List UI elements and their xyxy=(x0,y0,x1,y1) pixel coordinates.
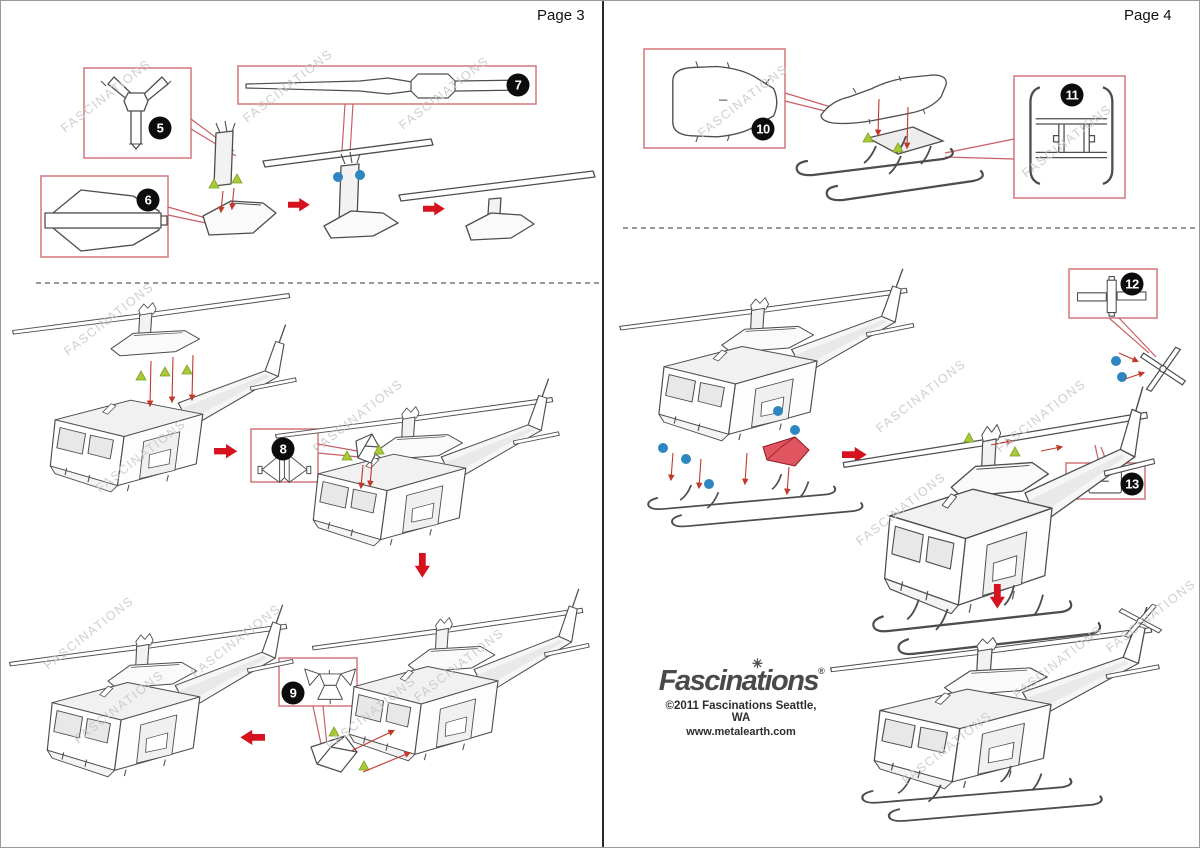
green-marker xyxy=(231,173,243,184)
blue-marker xyxy=(1111,356,1121,366)
step-badge-6: 6 xyxy=(136,188,160,212)
blue-marker xyxy=(704,479,714,489)
subassembly-rotor-blade xyxy=(262,138,434,239)
green-marker xyxy=(358,760,370,771)
step-number: 10 xyxy=(756,121,770,137)
step-number: 6 xyxy=(144,192,152,208)
step-number: 8 xyxy=(279,441,287,457)
helicopter-page3-complete xyxy=(8,604,294,778)
brand-copyright: ©2011 Fascinations Seattle, WA xyxy=(665,700,817,724)
callout-connectors-p3 xyxy=(167,103,360,747)
flow-arrow-right xyxy=(423,202,445,216)
blue-marker xyxy=(333,172,343,182)
skid-assembly xyxy=(795,126,984,202)
step-badge-9: 9 xyxy=(281,681,305,705)
pin-lines-skids xyxy=(668,452,791,496)
helicopter-tailrotor-step xyxy=(842,385,1156,656)
blue-marker xyxy=(790,425,800,435)
step-badge-7: 7 xyxy=(506,73,530,97)
pin-lines-nose xyxy=(350,729,412,773)
part-box-11 xyxy=(1013,75,1126,199)
part-box-9 xyxy=(278,657,358,707)
page3-label: Page 3 xyxy=(537,7,585,24)
step-badge-10: 10 xyxy=(751,117,775,141)
part-box-10 xyxy=(643,48,786,149)
step-badge-12: 12 xyxy=(1120,272,1144,296)
highlighted-part-fold xyxy=(766,436,796,461)
brand-website: www.metalearth.com xyxy=(686,726,796,738)
step-badge-8: 8 xyxy=(271,437,295,461)
brand-name: Fascinations xyxy=(658,665,820,697)
part-box-8 xyxy=(250,428,319,483)
blue-marker xyxy=(681,454,691,464)
subassembly-rotor-complete xyxy=(398,170,596,241)
pin-lines-subA xyxy=(218,187,236,214)
green-marker xyxy=(963,432,975,443)
part8-floating xyxy=(355,433,380,464)
brand-name-row: ✳Fascinations® xyxy=(656,657,826,697)
flow-arrow-right xyxy=(214,444,238,459)
green-marker xyxy=(328,726,340,737)
page4-label: Page 4 xyxy=(1124,7,1172,24)
step-number: 12 xyxy=(1125,276,1139,292)
flow-arrow-down xyxy=(414,553,430,578)
pin-lines-part8 xyxy=(358,462,374,490)
page4-diagrams xyxy=(619,48,1199,823)
step-number: 13 xyxy=(1125,476,1139,492)
step-number: 11 xyxy=(1065,87,1079,103)
highlighted-part-red xyxy=(762,436,810,467)
page-divider xyxy=(602,1,604,847)
part-main-rotor-blade-7 xyxy=(245,73,527,99)
helicopter-finished xyxy=(829,593,1175,823)
helicopter-skids-exploded xyxy=(619,268,915,528)
green-marker xyxy=(181,364,193,375)
registered-mark: ® xyxy=(818,666,825,676)
pin-lines-rotor xyxy=(146,354,196,408)
part-box-7 xyxy=(237,65,537,105)
part-box-6 xyxy=(40,175,169,258)
brand-logo: ✳Fascinations® ©2011 Fascinations Seattl… xyxy=(656,657,826,738)
step-badge-11: 11 xyxy=(1060,83,1084,107)
green-marker xyxy=(159,366,171,377)
belly-panel-floating xyxy=(820,74,947,125)
blue-marker xyxy=(1117,372,1127,382)
green-marker xyxy=(135,370,147,381)
green-marker xyxy=(1009,446,1021,457)
pin-lines-belly xyxy=(874,98,911,150)
blue-marker xyxy=(773,406,783,416)
part-nose-panel-9 xyxy=(304,668,357,705)
step-number: 5 xyxy=(156,120,164,136)
nose-panel-floating xyxy=(310,735,358,773)
blue-marker xyxy=(355,170,365,180)
blue-marker xyxy=(658,443,668,453)
pin-lines-tail xyxy=(990,352,1146,452)
callout-connectors-p4 xyxy=(784,92,1157,464)
step-number: 7 xyxy=(514,77,522,93)
sparkle-icon: ✳ xyxy=(752,656,763,671)
step-number: 9 xyxy=(289,685,297,701)
flow-arrow-left xyxy=(240,729,265,745)
step-badge-13: 13 xyxy=(1120,472,1144,496)
part-box-5 xyxy=(83,67,192,159)
page3-diagrams xyxy=(8,65,601,778)
helicopter-rotor-exploded xyxy=(11,292,297,493)
step-badge-5: 5 xyxy=(148,116,172,140)
flow-arrow-right xyxy=(288,198,310,212)
part-box-12 xyxy=(1068,268,1158,319)
